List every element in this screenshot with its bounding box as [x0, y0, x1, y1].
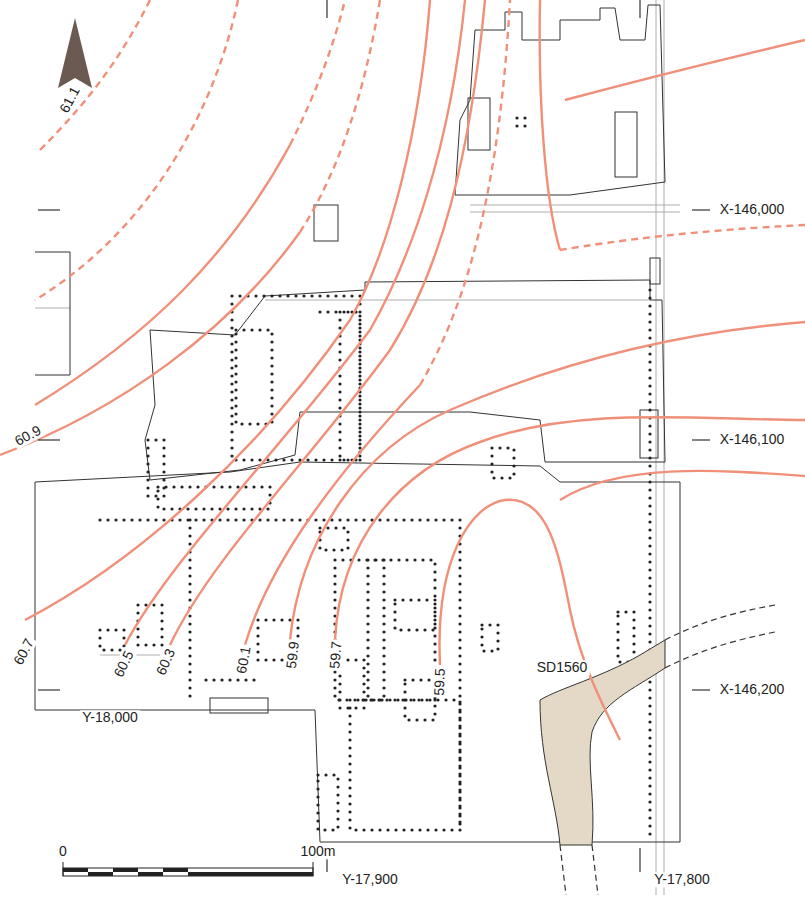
ditch [540, 605, 775, 895]
grid-coordinate: X-146,200 [718, 682, 787, 697]
contour-value: 59.7 [327, 639, 345, 671]
grid-coordinate: Y-17,800 [652, 872, 712, 887]
survey-lines [35, 0, 680, 895]
grid-coordinate: X-146,100 [718, 432, 787, 447]
contour-value: 60.5 [110, 647, 138, 682]
contour-lines [0, 0, 805, 740]
contour-value: 60.9 [11, 422, 46, 450]
contour-value: 59.5 [432, 666, 448, 698]
contour-value: 60.3 [153, 645, 180, 680]
grid-coordinate: Y-17,900 [340, 872, 400, 887]
grid-coordinate: Y-18,000 [80, 710, 140, 725]
scale-label: 100m [298, 844, 337, 859]
north-arrow [58, 18, 92, 88]
feature-label: SD1560 [535, 660, 590, 675]
scale-bar [63, 862, 313, 876]
contour-value: 59.9 [284, 639, 303, 672]
scale-label: 0 [57, 844, 69, 859]
grid-ticks [38, 0, 710, 872]
grid-coordinate: X-146,000 [718, 202, 787, 217]
contour-value: 61.1 [56, 83, 84, 118]
contour-value: 60.1 [234, 643, 255, 676]
contour-value: 60.7 [10, 635, 38, 670]
